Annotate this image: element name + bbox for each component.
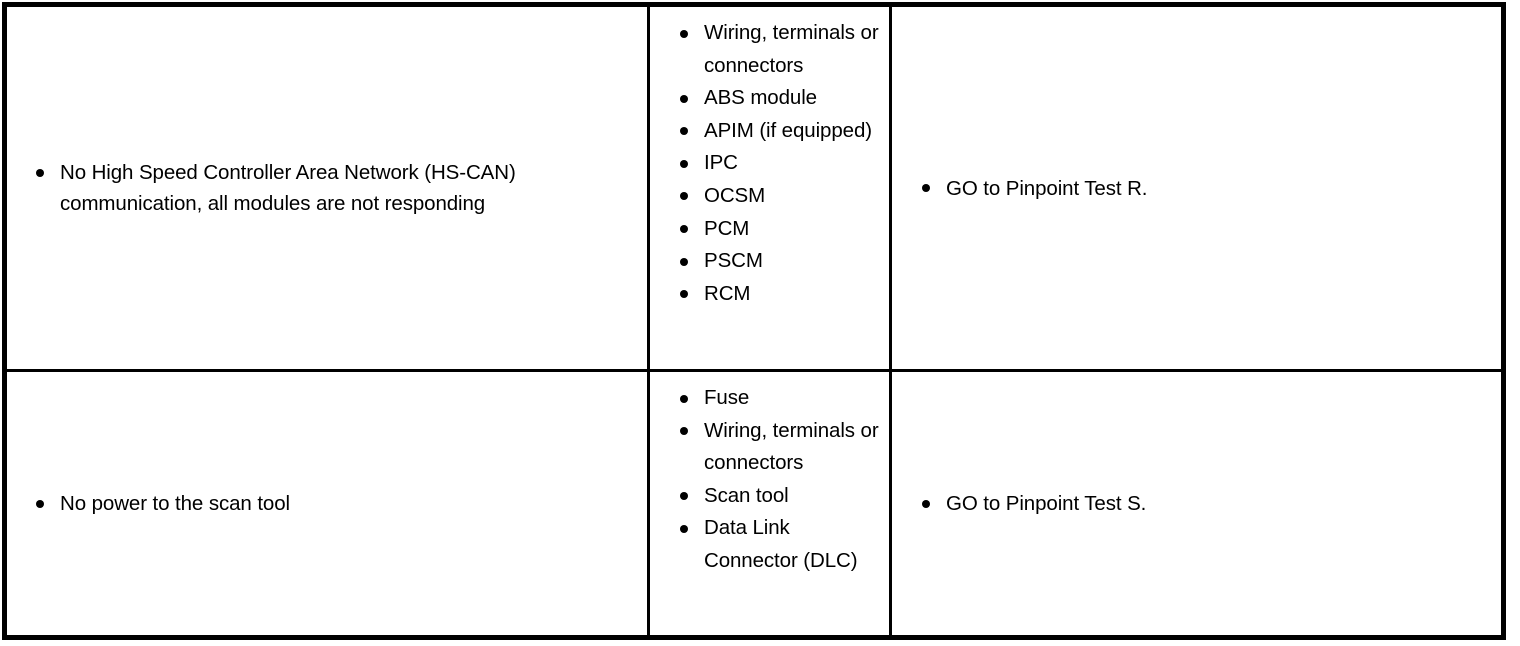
list-item-label: OCSM [704,183,766,207]
list-item-label: ABS module [704,86,817,110]
list-item: ABS module [680,82,881,115]
list-item: PSCM [680,245,881,278]
table-row: No High Speed Controller Area Network (H… [7,7,1501,369]
possible-sources-cell: Wiring, terminals or connectors ABS modu… [647,7,892,369]
list-item-label: GO to Pinpoint Test S. [946,492,1147,515]
bullet-icon [680,524,688,533]
bullet-icon [680,427,688,436]
list-item: No power to the scan tool [36,488,633,519]
symptom-chart-table: No High Speed Controller Area Network (H… [2,2,1506,640]
bullet-icon [680,290,688,299]
bullet-icon [680,492,688,501]
bullet-icon [680,394,688,403]
bullet-icon [680,29,688,38]
list-item: Wiring, terminals or connectors [680,415,881,480]
bullet-icon [680,127,688,136]
list-item: Data Link Connector (DLC) [680,512,881,577]
bullet-icon [680,159,688,168]
list-item-label: Data Link Connector (DLC) [704,516,858,572]
list-item-label: Scan tool [704,483,789,507]
list-item: APIM (if equipped) [680,115,881,148]
bullet-icon [680,257,688,266]
list-item: Wiring, terminals or connectors [680,17,881,82]
symptom-cell: No power to the scan tool [7,372,647,635]
symptom-list: No High Speed Controller Area Network (H… [36,157,633,219]
list-item-label: No High Speed Controller Area Network (H… [60,161,516,215]
list-item-label: PSCM [704,249,763,273]
list-item: Fuse [680,382,881,415]
list-item: IPC [680,147,881,180]
list-item-label: PCM [704,216,750,240]
list-item-label: RCM [704,281,751,305]
bullet-icon [680,94,688,103]
list-item: GO to Pinpoint Test S. [922,488,1487,519]
action-cell: GO to Pinpoint Test R. [892,7,1501,369]
bullet-icon [922,184,930,192]
possible-sources-list: Fuse Wiring, terminals or connectors Sca… [680,382,881,578]
possible-sources-cell: Fuse Wiring, terminals or connectors Sca… [647,372,892,635]
list-item: OCSM [680,180,881,213]
action-cell: GO to Pinpoint Test S. [892,372,1501,635]
list-item-label: No power to the scan tool [60,492,290,515]
list-item-label: APIM (if equipped) [704,118,872,142]
list-item: GO to Pinpoint Test R. [922,173,1487,204]
list-item: RCM [680,278,881,311]
list-item: No High Speed Controller Area Network (H… [36,157,633,219]
bullet-icon [680,192,688,201]
list-item-label: Wiring, terminals or connectors [704,418,879,475]
list-item-label: GO to Pinpoint Test R. [946,176,1148,200]
bullet-icon [680,225,688,234]
list-item: Scan tool [680,480,881,513]
action-list: GO to Pinpoint Test S. [922,488,1487,519]
list-item-label: IPC [704,151,738,175]
list-item-label: Fuse [704,386,750,409]
bullet-icon [922,499,930,508]
possible-sources-list: Wiring, terminals or connectors ABS modu… [680,17,881,310]
list-item-label: Wiring, terminals or connectors [704,21,879,77]
table-row: No power to the scan tool Fuse Wiring, t… [7,369,1501,635]
action-list: GO to Pinpoint Test R. [922,173,1487,204]
symptom-list: No power to the scan tool [36,488,633,519]
list-item: PCM [680,213,881,246]
bullet-icon [36,168,44,177]
bullet-icon [36,499,44,508]
symptom-cell: No High Speed Controller Area Network (H… [7,7,647,369]
